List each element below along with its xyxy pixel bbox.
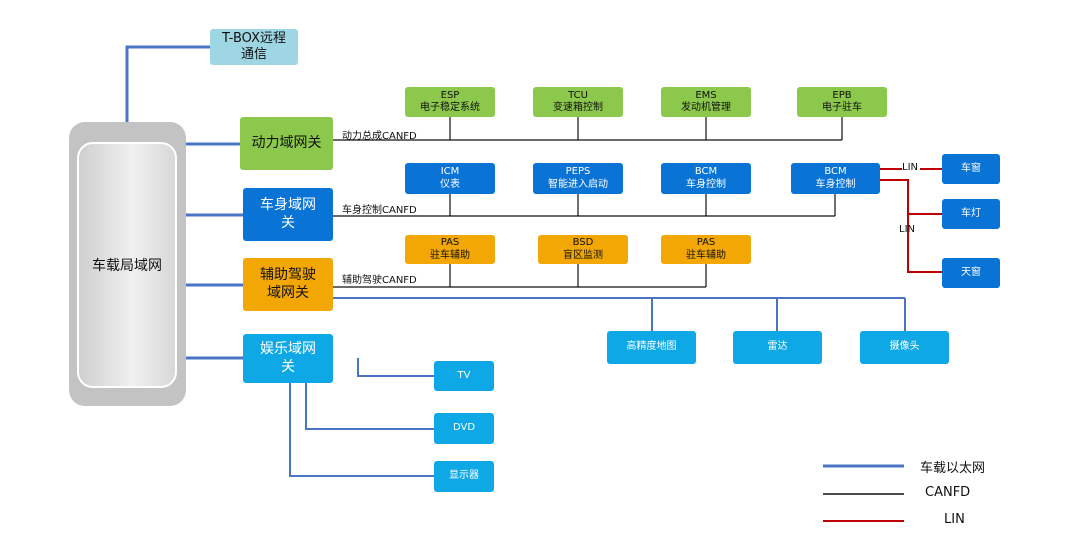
tbox-line2: 通信 [240,47,267,62]
ethernet-line-tbox [125,45,210,122]
sensor-label: 摄像头 [889,341,920,353]
ecu-code: EMS [695,89,717,101]
adas-ecu: BSD 盲区监测 [538,235,628,264]
sensor-label: 雷达 [767,341,788,353]
adas-ecu: PAS 驻车辅助 [661,235,751,264]
power-ecu: TCU 变速箱控制 [533,87,623,117]
ecu-name: 发动机管理 [681,102,731,113]
ecu-name: 电子驻车 [822,102,862,113]
ecu-code: EPB [832,89,852,101]
ecu-name: 变速箱控制 [553,102,603,113]
lan-label: 车载局域网 [92,258,162,274]
lin-node-light: 车灯 [942,199,1000,229]
legend-canfd-label: CANFD [925,485,971,500]
body-ecu: ICM 仪表 [405,163,495,194]
adas-gateway-line1: 辅助驾驶 [260,267,316,283]
sensor-label: 高精度地图 [626,341,677,353]
lin-node-label: 天窗 [961,266,981,278]
ecu-name: 车身控制 [686,178,726,190]
power-ecu: EMS 发动机管理 [661,87,751,117]
infotainment-gateway-line1: 娱乐域网 [260,341,316,357]
infotainment-line-display [289,383,434,477]
adas-bus-label: 辅助驾驶CANFD [342,275,417,286]
lin-node-label: 车窗 [961,162,981,174]
ecu-name: 智能进入启动 [548,178,608,190]
infotainment-line-tv [357,358,434,377]
lin-node-label: 车灯 [961,207,981,219]
device-dvd: DVD [434,413,494,444]
device-label: TV [457,369,471,381]
lan-block: 车载局域网 [77,142,177,388]
power-ecu: ESP 电子稳定系统 [405,87,495,117]
body-ecu: BCM 车身控制 [791,163,880,194]
infotainment-line-dvd [305,383,434,430]
infotainment-gateway: 娱乐域网 关 [243,334,333,383]
ecu-name: 电子稳定系统 [420,102,480,113]
legend-lin-label: LIN [944,512,965,527]
device-tv: TV [434,361,494,391]
legend-ethernet-label: 车载以太网 [920,461,986,476]
lin-line-trunk [880,179,942,273]
ecu-name: 盲区监测 [563,249,603,261]
ecu-code: PEPS [565,166,591,177]
sensor-radar: 雷达 [733,331,822,364]
lin-label-side: LIN [899,224,916,235]
ecu-code: PAS [696,237,716,248]
body-ecu: PEPS 智能进入启动 [533,163,623,194]
ecu-name: 车身控制 [815,178,856,190]
ecu-name: 驻车辅助 [430,249,470,261]
ecu-code: BCM [824,166,847,177]
body-gateway-line1: 车身域网 [260,197,316,213]
device-display: 显示器 [434,461,494,492]
ecu-code: PAS [440,237,460,248]
lin-node-window: 车窗 [942,154,1000,184]
sensor-hd-map: 高精度地图 [607,331,696,364]
power-gateway: 动力域网关 [240,117,333,170]
power-gateway-label: 动力域网关 [251,134,322,151]
body-ecu: BCM 车身控制 [661,163,751,194]
ecu-code: ESP [440,89,460,101]
ecu-code: TCU [568,89,588,101]
sensor-camera: 摄像头 [860,331,949,364]
body-bus-label: 车身控制CANFD [342,205,417,216]
infotainment-gateway-line2: 关 [281,358,295,375]
ecu-name: 驻车辅助 [686,249,726,261]
power-ecu: EPB 电子驻车 [797,87,887,117]
device-label: DVD [452,422,476,434]
ecu-name: 仪表 [440,178,460,190]
ecu-code: ICM [440,166,460,177]
adas-gateway: 辅助驾驶 域网关 [243,258,333,311]
ecu-code: BSD [572,237,594,248]
ecu-code: BCM [694,166,718,177]
adas-ecu: PAS 驻车辅助 [405,235,495,264]
tbox-node: T-BOX远程 通信 [210,29,298,65]
device-label: 显示器 [449,470,479,482]
adas-gateway-line2: 域网关 [267,284,309,301]
body-gateway: 车身域网 关 [243,188,333,241]
body-gateway-line2: 关 [281,214,295,231]
power-bus-label: 动力总成CANFD [342,131,417,142]
tbox-line1: T-BOX远程 [222,30,286,46]
lin-node-sunroof: 天窗 [942,258,1000,288]
lin-label-top: LIN [902,162,919,173]
